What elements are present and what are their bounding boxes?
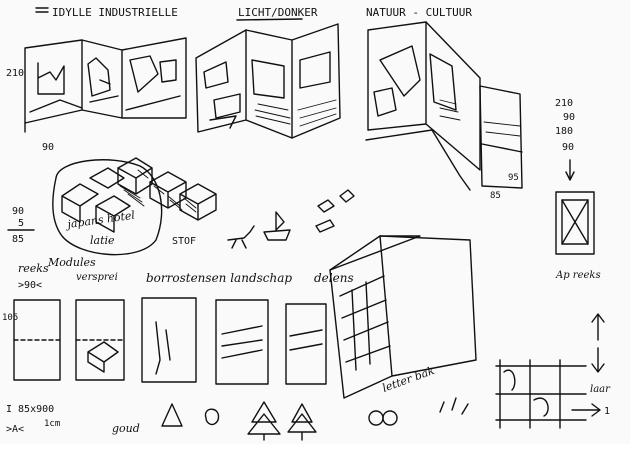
dim-85: 85 (490, 191, 501, 201)
cube-cluster (52, 157, 217, 256)
dim-90-right: 90 (563, 112, 575, 123)
frac-bot: 85 (12, 234, 24, 245)
down-arrow (565, 159, 575, 181)
small-figures (227, 189, 355, 249)
letter-bak-label: letter bak (381, 364, 437, 395)
down-arrow-2 (591, 347, 605, 373)
module-panels (13, 297, 327, 385)
dim-210-left: 210 (6, 68, 24, 79)
dim-85x900: I 85x900 (6, 404, 54, 415)
verspreid-label: versprei (76, 272, 118, 283)
header-light-dark: LICHT/DONKER (238, 6, 318, 19)
kn-label: >90< (18, 280, 42, 291)
modules-label: Modules (47, 256, 96, 269)
crossed-box (555, 191, 595, 255)
right-arrow (571, 403, 601, 417)
window-grid (495, 359, 587, 429)
dim-90-right-c: 90 (562, 142, 574, 153)
folding-screen-right (365, 21, 523, 191)
latie-label: latie (90, 234, 115, 247)
header-underline (236, 18, 303, 21)
up-arrow (591, 313, 605, 341)
laar-label: laar (590, 384, 611, 395)
header-nature-culture: NATUUR - CULTUUR (366, 6, 472, 19)
dim-210-right: 210 (555, 98, 573, 109)
japans-hotel-label: japans hotel (64, 209, 137, 232)
dim-90-left: 90 (42, 142, 54, 153)
reeks-label: reeks (18, 262, 49, 275)
stof-label: STOF (172, 236, 196, 247)
ap-reeks-label: Ap reeks (555, 270, 601, 281)
letter-bak-cabinet (329, 235, 477, 399)
dim-cm: 1cm (44, 419, 60, 429)
one-label: 1 (604, 406, 610, 417)
goud-label: goud (112, 422, 140, 435)
frac-mid: 5 (18, 218, 24, 229)
header-title: IDYLLE INDUSTRIELLE (52, 6, 178, 19)
folding-screen-center (195, 23, 341, 139)
folding-screen-left (24, 37, 187, 133)
strike-mark (35, 7, 49, 13)
dim-180-right: 180 (555, 126, 573, 137)
dim-105: 105 (2, 313, 18, 323)
frac-top: 90 (12, 206, 24, 217)
arrow-label: >A< (6, 424, 24, 435)
dim-95: 95 (508, 173, 519, 183)
borderland-label: borrostensen landschap (146, 271, 292, 285)
bottom-icons (161, 397, 469, 441)
delens-label: delens (314, 271, 354, 285)
